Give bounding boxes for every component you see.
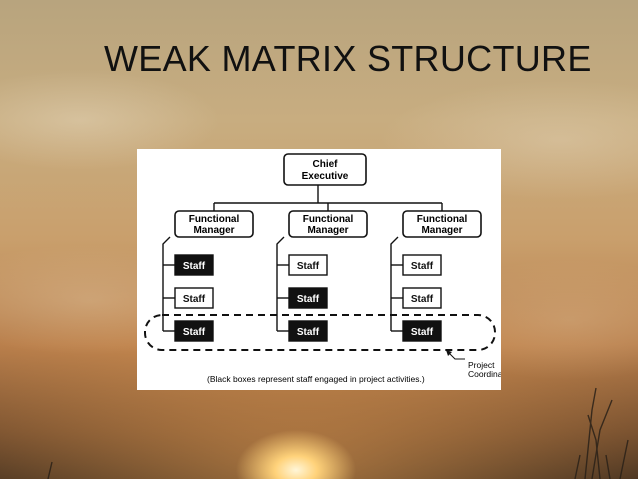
functional-manager-3-line1: Functional (417, 214, 468, 225)
staff-label: Staff (183, 261, 206, 272)
functional-manager-2: Functional Manager (288, 210, 368, 238)
project-coordination-loop (144, 314, 496, 351)
staff-box-1-2: Staff (174, 287, 214, 309)
staff-label: Staff (183, 327, 206, 338)
functional-manager-1: Functional Manager (174, 210, 254, 238)
chief-executive-line2: Executive (302, 171, 349, 182)
coordination-label-line2: Coordination (468, 369, 501, 379)
chief-executive-line1: Chief (313, 159, 339, 170)
staff-box-2-2: Staff (288, 287, 328, 309)
staff-rail-3 (390, 236, 399, 331)
staff-box-1-1: Staff (174, 254, 214, 276)
functional-manager-3: Functional Manager (402, 210, 482, 238)
staff-rail-1 (162, 236, 171, 331)
functional-manager-1-line1: Functional (189, 214, 240, 225)
staff-box-3-1: Staff (402, 254, 442, 276)
footnote: (Black boxes represent staff engaged in … (207, 374, 425, 384)
staff-label: Staff (411, 294, 434, 305)
org-chart-panel: Chief Executive Functional Manager Funct… (137, 149, 501, 390)
staff-box-2-1: Staff (288, 254, 328, 276)
functional-manager-3-line2: Manager (421, 225, 462, 236)
org-chart: Chief Executive Functional Manager Funct… (144, 153, 501, 384)
functional-manager-1-line2: Manager (193, 225, 234, 236)
staff-label: Staff (297, 327, 320, 338)
staff-label: Staff (297, 261, 320, 272)
staff-label: Staff (183, 294, 206, 305)
slide-title: WEAK MATRIX STRUCTURE (104, 38, 592, 79)
functional-manager-2-line2: Manager (307, 225, 348, 236)
staff-box-3-3: Staff (402, 320, 442, 342)
staff-label: Staff (297, 294, 320, 305)
staff-box-1-3: Staff (174, 320, 214, 342)
coordination-label-line1: Project (468, 360, 495, 370)
staff-box-2-3: Staff (288, 320, 328, 342)
staff-box-3-2: Staff (402, 287, 442, 309)
staff-rail-2 (276, 236, 285, 331)
chief-executive-box: Chief Executive (283, 153, 367, 186)
functional-manager-2-line1: Functional (303, 214, 354, 225)
staff-label: Staff (411, 261, 434, 272)
staff-label: Staff (411, 327, 434, 338)
